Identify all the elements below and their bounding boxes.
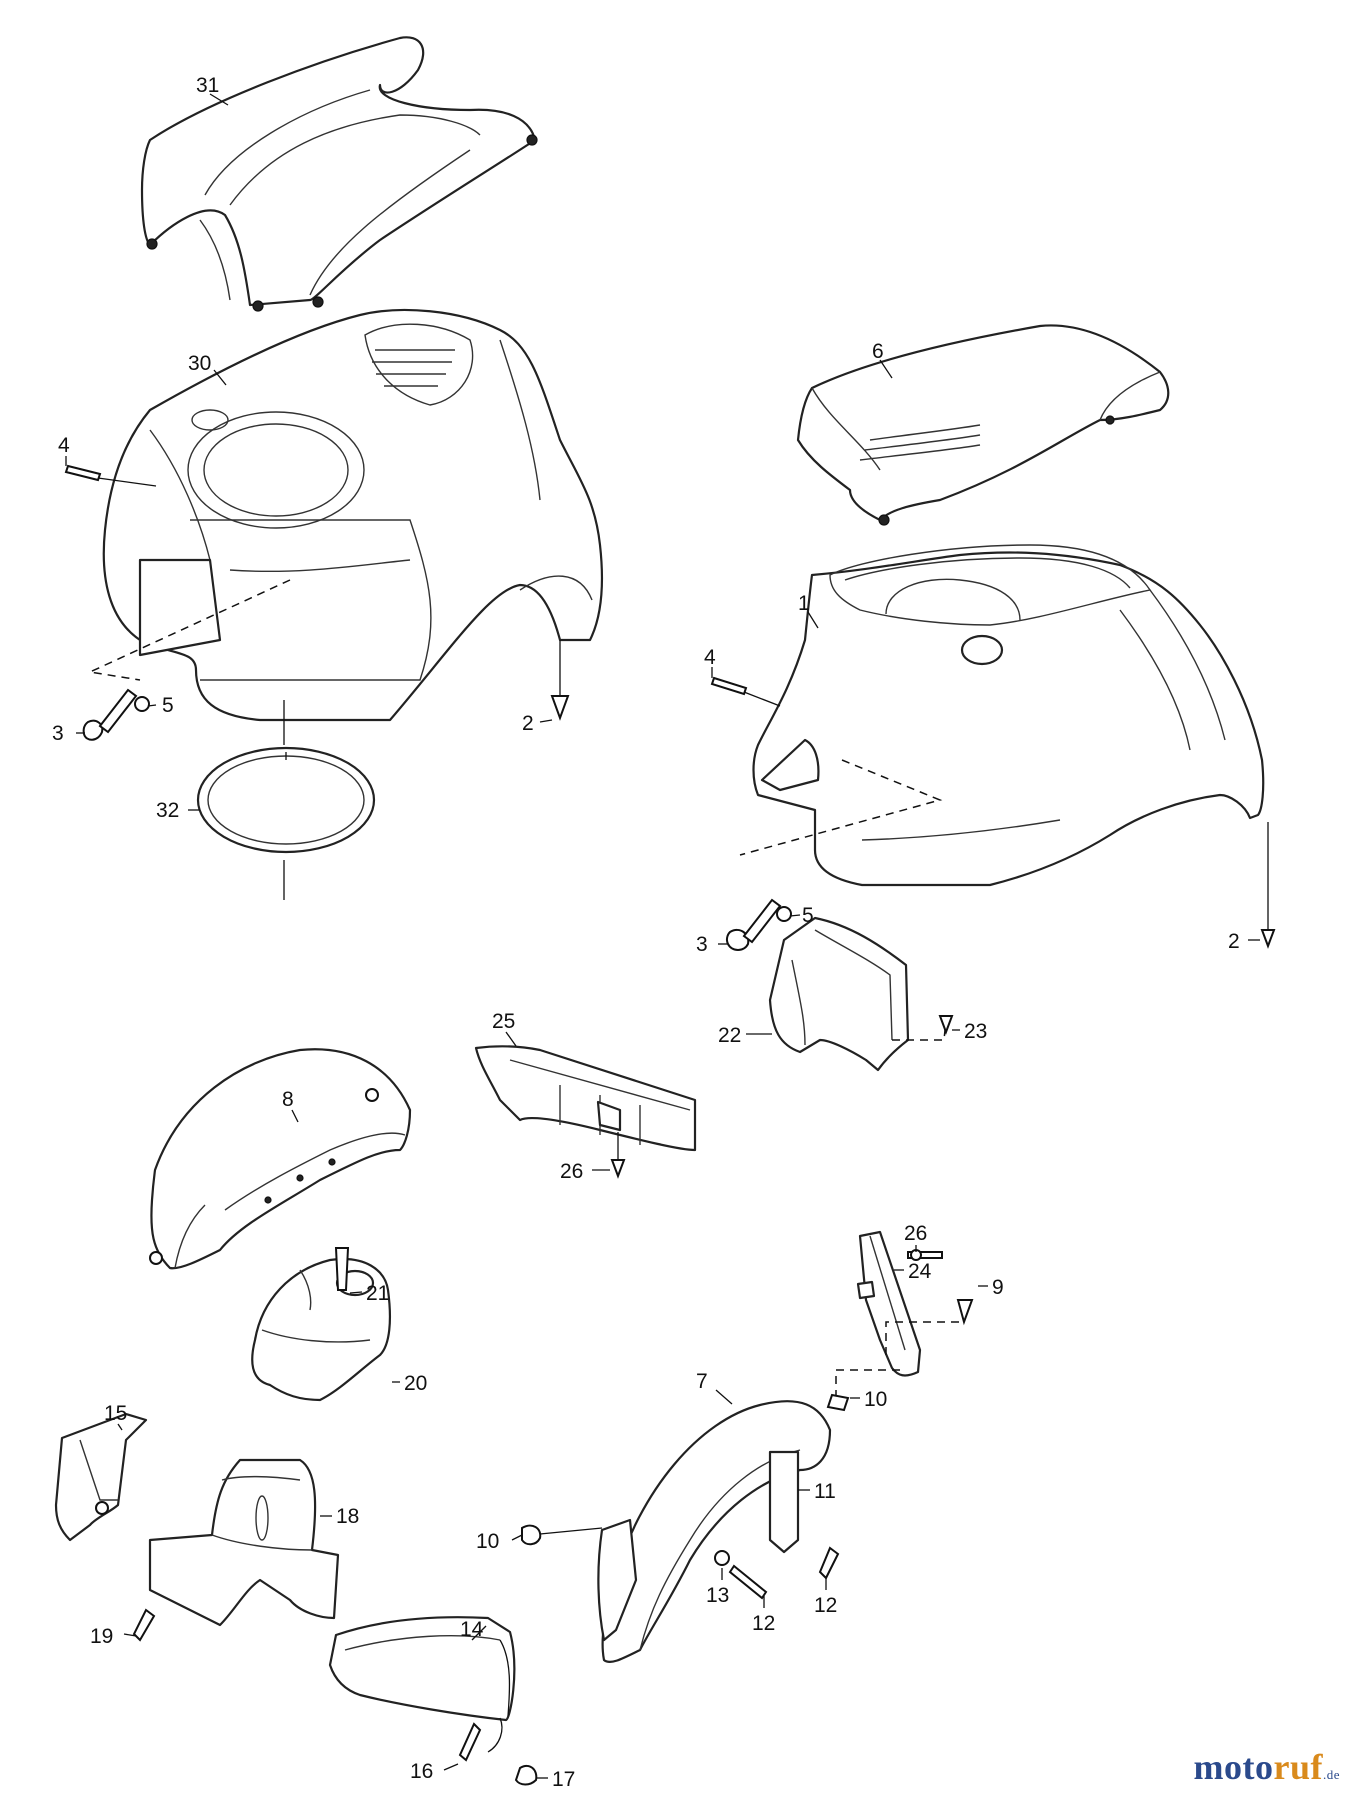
callout-18: 18: [336, 1505, 359, 1528]
callout-17: 17: [552, 1768, 575, 1791]
callout-7: 7: [696, 1370, 708, 1393]
callout-10-left: 10: [476, 1530, 499, 1553]
callout-16: 16: [410, 1760, 433, 1783]
callout-2-left: 2: [522, 712, 534, 735]
part-7-rear-fender: [521, 1393, 850, 1664]
watermark-brand-ruf: ruf: [1273, 1747, 1323, 1787]
callout-9: 9: [992, 1276, 1004, 1299]
callout-13: 13: [706, 1584, 729, 1607]
callout-25: 25: [492, 1010, 515, 1033]
callout-4-left: 4: [58, 434, 70, 457]
callout-11: 11: [814, 1480, 836, 1503]
part-30-main-hood: [102, 308, 604, 722]
callout-24: 24: [908, 1260, 932, 1283]
callout-5-left: 5: [162, 694, 174, 717]
part-6-cover: [796, 324, 1170, 526]
part-14-lower-skirt: [328, 1616, 538, 1786]
part-18-front-bumper: [132, 1458, 340, 1642]
callout-8: 8: [282, 1088, 294, 1111]
part-15-bracket: [54, 1412, 148, 1542]
part-1-rear-body: [752, 544, 1265, 887]
hardware-right-group: [710, 676, 1276, 951]
callout-14: 14: [460, 1618, 484, 1641]
callout-31: 31: [196, 74, 219, 97]
callout-1: 1: [798, 592, 810, 615]
part-20-fuel-tank: [251, 1247, 392, 1402]
callout-23: 23: [964, 1020, 987, 1043]
callout-10-right: 10: [864, 1388, 887, 1411]
watermark-suffix: .de: [1322, 1767, 1340, 1782]
callout-26-top: 26: [560, 1160, 583, 1183]
callout-12-left: 12: [752, 1612, 775, 1635]
watermark-brand-moto: moto: [1193, 1747, 1274, 1787]
callout-3-left: 3: [52, 722, 64, 745]
motoruf-watermark: motoruf.de: [1193, 1746, 1340, 1788]
part-25-rail: [474, 1045, 697, 1179]
callout-32: 32: [156, 799, 179, 822]
callout-5-right: 5: [802, 904, 814, 927]
callout-leaders: [65, 93, 1260, 1779]
part-24-strut: [835, 1230, 974, 1395]
callout-30: 30: [188, 352, 211, 375]
part-32-ring: [196, 700, 376, 900]
callout-15: 15: [104, 1402, 127, 1425]
part-8-front-fender: [149, 1048, 412, 1270]
callout-6: 6: [872, 340, 884, 363]
callout-19: 19: [90, 1625, 113, 1648]
callout-20: 20: [404, 1372, 427, 1395]
callout-26-bottom: 26: [904, 1222, 927, 1245]
callout-3-right: 3: [696, 933, 708, 956]
callout-22: 22: [718, 1024, 741, 1047]
part-31-hood-top-cover: [140, 36, 538, 312]
callout-labels: 31 30 4 5 3 2 32 6 1 4 5 3 2 25 26 22 23…: [52, 74, 1240, 1791]
callout-2-right: 2: [1228, 930, 1240, 953]
hardware-left-group: [64, 464, 570, 741]
part-22-bracket: [768, 916, 954, 1072]
callout-4-right: 4: [704, 646, 716, 669]
callout-12-right: 12: [814, 1594, 837, 1617]
callout-21: 21: [366, 1282, 389, 1305]
